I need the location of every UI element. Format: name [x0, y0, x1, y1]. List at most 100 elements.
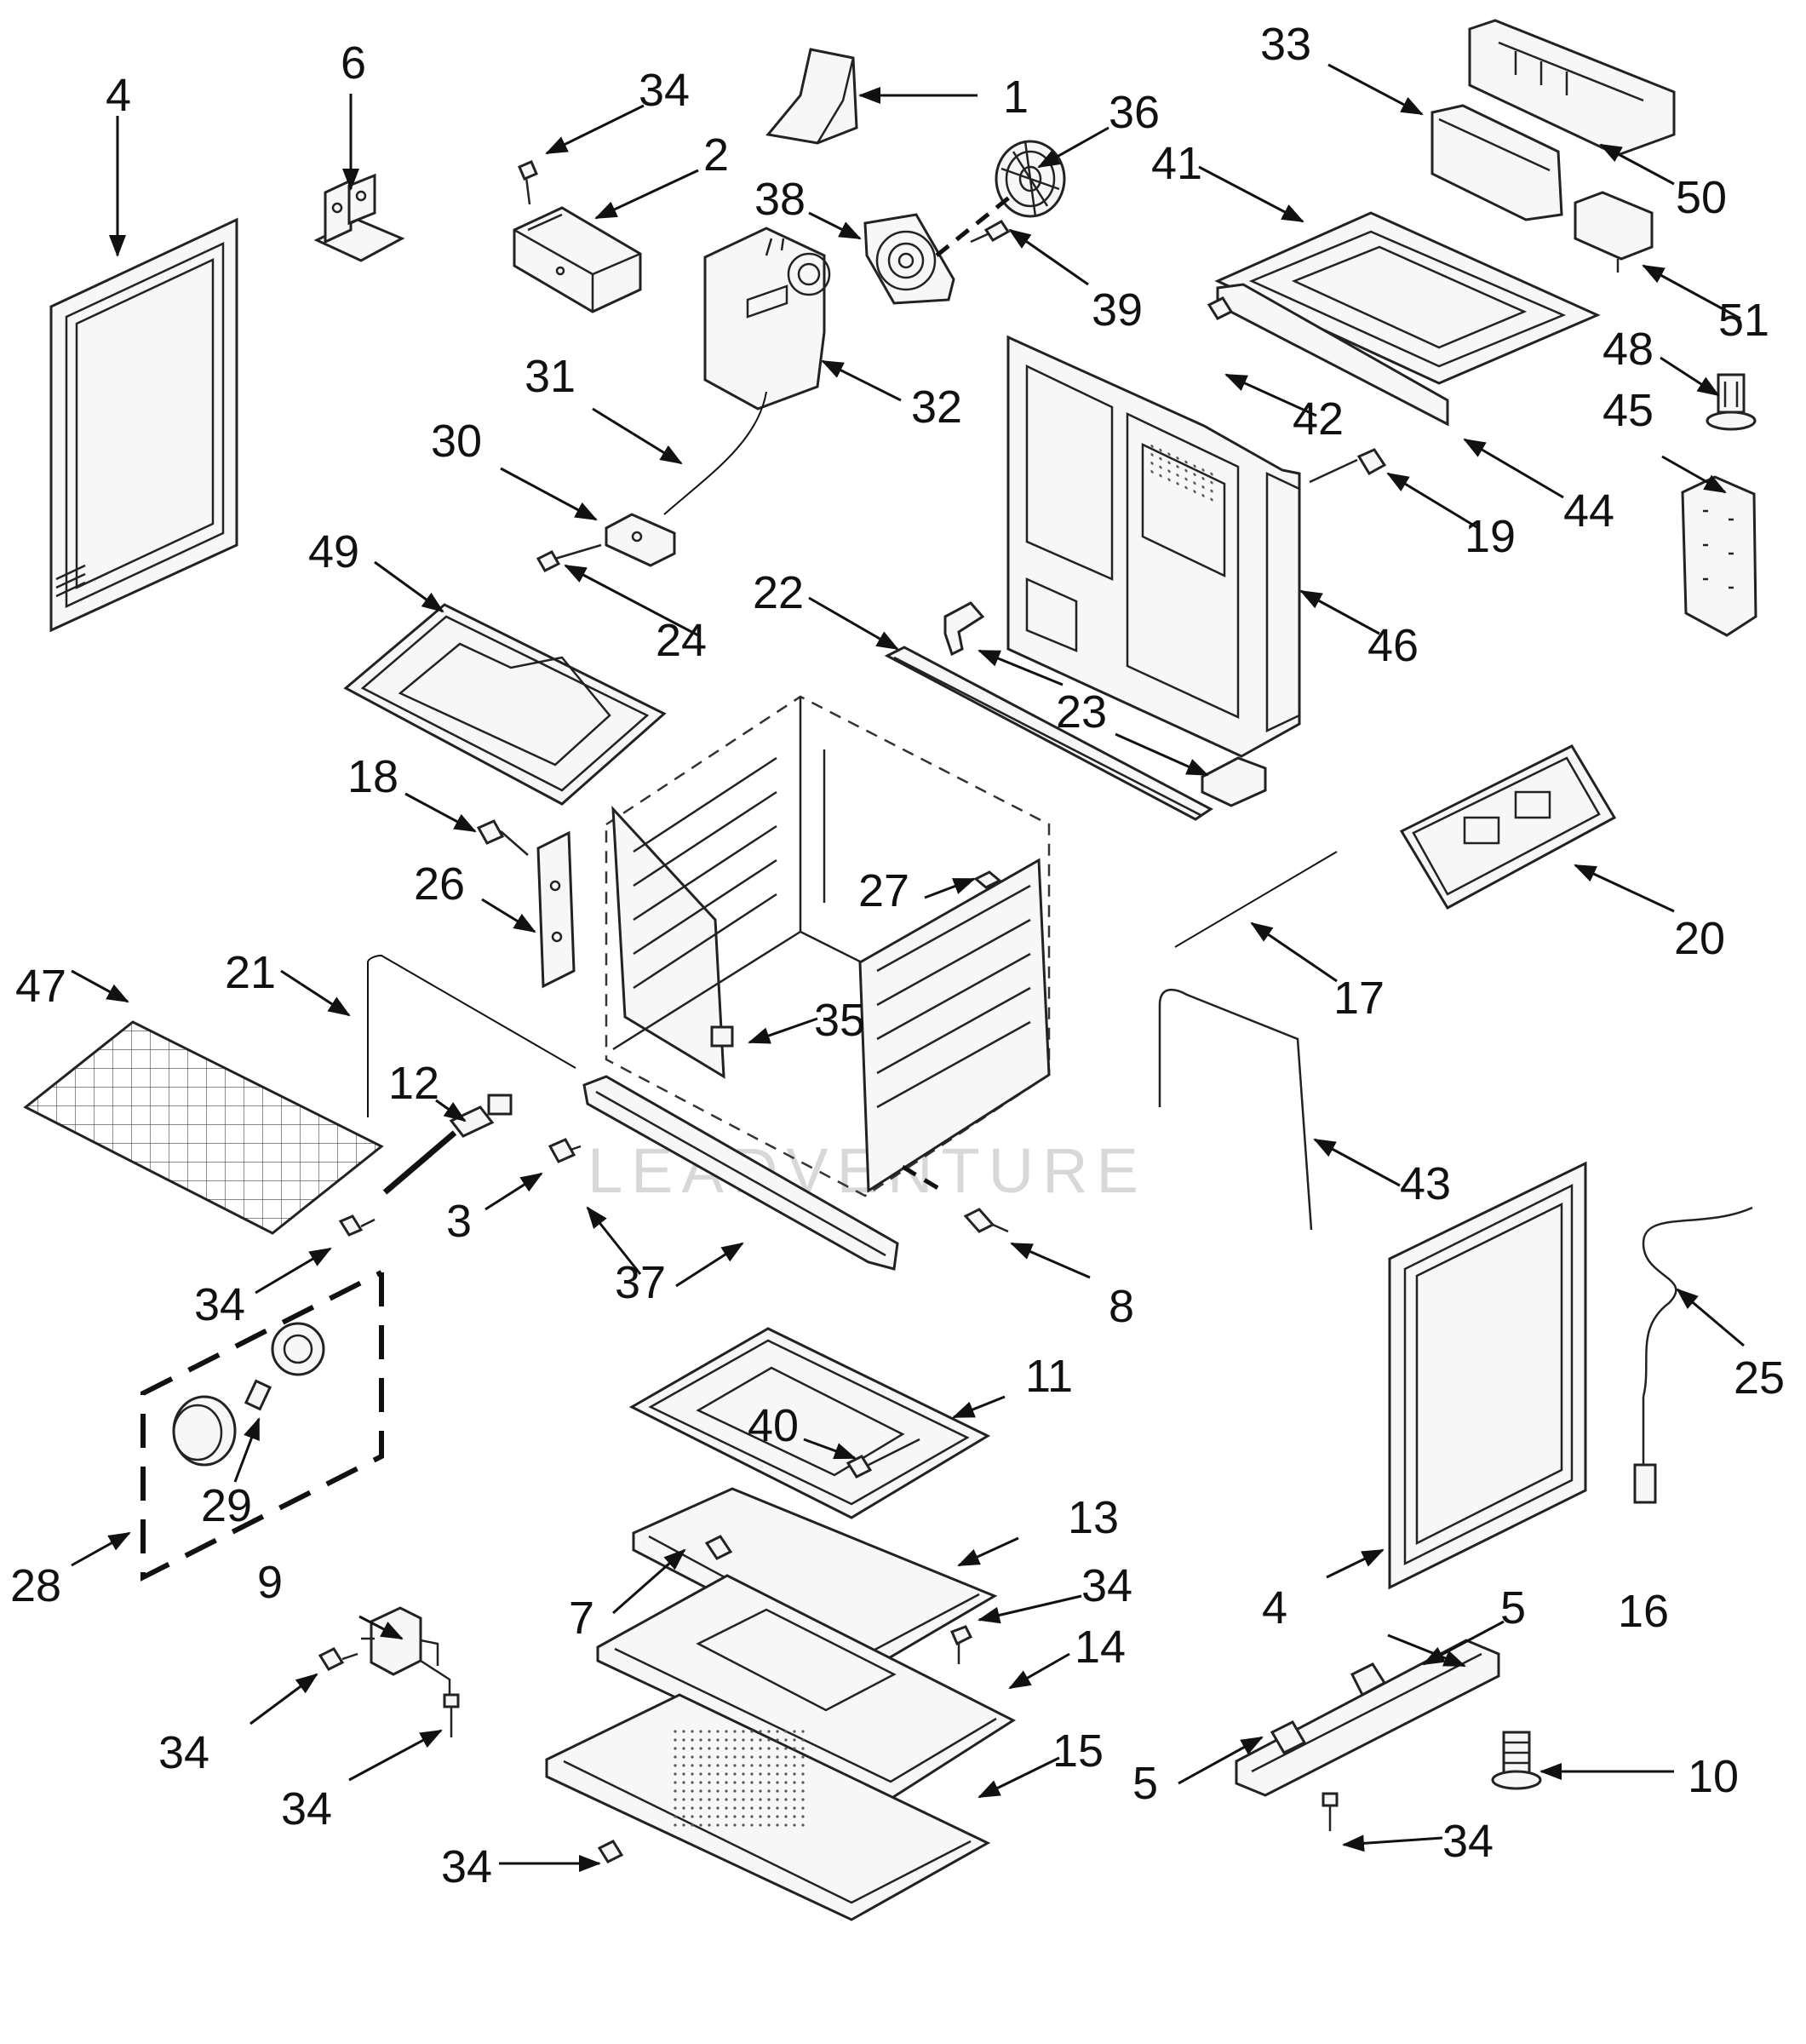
callout-3: 3: [446, 1196, 472, 1247]
callout-36: 36: [1109, 87, 1160, 138]
callout-34-bottom: 34: [441, 1841, 492, 1892]
callout-29: 29: [201, 1480, 252, 1531]
callout-37: 37: [615, 1257, 666, 1308]
callout-34-valve: 34: [158, 1727, 209, 1778]
part-28-group-outline: [140, 1270, 384, 1582]
callout-7: 7: [569, 1593, 594, 1644]
callout-38: 38: [754, 174, 806, 225]
callout-41: 41: [1151, 138, 1202, 189]
part-screw-19: [1309, 448, 1387, 484]
part-screw-39: [970, 220, 1011, 244]
part-sensor-probe: [382, 1094, 513, 1195]
part-control-panel-back: [1468, 19, 1676, 157]
part-broil-frame: [1214, 211, 1601, 385]
callout-34-plate: 34: [1081, 1560, 1132, 1611]
callout-9: 9: [257, 1557, 283, 1608]
callout-31: 31: [525, 351, 576, 402]
part-fan-motor-bracket: [703, 227, 831, 411]
callout-33: 33: [1260, 19, 1311, 70]
callout-4-left: 4: [106, 70, 131, 121]
callout-32: 32: [911, 382, 962, 433]
part-plate-14: [596, 1574, 1017, 1800]
callout-51: 51: [1718, 295, 1769, 346]
callout-23: 23: [1056, 686, 1107, 738]
part-screw-34-top: [518, 160, 538, 205]
part-screw-8: [963, 1208, 1009, 1233]
callout-20: 20: [1674, 913, 1725, 964]
part-clip-5b: [1270, 1720, 1307, 1754]
part-screw-34-valve-low: [443, 1693, 460, 1737]
part-duct: [765, 48, 858, 145]
part-sensor-wire: [663, 391, 767, 515]
callout-44: 44: [1563, 485, 1614, 537]
part-knob-28: [172, 1395, 237, 1467]
callout-34-left: 34: [194, 1279, 245, 1330]
part-rear-panel: [1006, 335, 1301, 758]
callout-21: 21: [225, 947, 276, 998]
part-bottom-panel: [545, 1693, 991, 1921]
callout-10: 10: [1688, 1751, 1739, 1802]
callout-42: 42: [1293, 393, 1344, 445]
callout-25: 25: [1734, 1352, 1785, 1404]
part-vent-box: [513, 206, 642, 313]
part-screw-42: [1207, 296, 1234, 320]
callout-24: 24: [656, 615, 707, 666]
part-leveling-leg-10: [1491, 1731, 1542, 1790]
part-fan-blade: [995, 140, 1066, 218]
part-oven-rack: [23, 1020, 384, 1235]
callout-27: 27: [858, 865, 909, 916]
callout-46: 46: [1367, 620, 1419, 671]
part-wire-21: [367, 954, 576, 1117]
callout-34-top: 34: [639, 65, 690, 116]
part-screw-34-valve: [318, 1647, 358, 1671]
part-wire-17: [1174, 851, 1338, 948]
callout-47: 47: [15, 961, 66, 1012]
part-clip-5a: [1350, 1662, 1387, 1697]
callout-13: 13: [1068, 1492, 1119, 1543]
callout-26: 26: [414, 858, 465, 910]
part-gasket-43: [1158, 988, 1313, 1231]
part-screw-24: [536, 543, 602, 572]
part-screw-7: [704, 1535, 733, 1560]
part-small-bracket-27: [973, 870, 1002, 889]
callout-17: 17: [1333, 973, 1385, 1024]
callout-48: 48: [1602, 324, 1654, 375]
leader-arrows: [71, 63, 1745, 1872]
part-connector-35: [710, 1025, 734, 1048]
callout-50: 50: [1676, 172, 1727, 223]
part-screw-34-plate: [950, 1625, 973, 1664]
callout-43: 43: [1400, 1158, 1451, 1209]
callout-30: 30: [431, 416, 482, 467]
callout-12: 12: [388, 1058, 439, 1109]
callout-49: 49: [308, 526, 359, 577]
part-leveling-leg-48: [1706, 373, 1757, 431]
part-bracket-23b: [1201, 756, 1267, 807]
callout-34-valve-low: 34: [281, 1783, 332, 1834]
part-cover-11: [628, 1327, 991, 1519]
part-rail-37: [582, 1075, 899, 1271]
callout-labels: 1 2 3 4 4 5 5 6 7 8 9 10 11 12 13 14 15 …: [10, 19, 1785, 1892]
callout-19: 19: [1465, 511, 1516, 562]
callout-4-right: 4: [1262, 1582, 1287, 1633]
callout-18: 18: [347, 751, 398, 802]
callout-6: 6: [341, 37, 366, 89]
callout-1: 1: [1003, 72, 1029, 123]
part-control-bracket: [1430, 104, 1563, 221]
part-screw-40: [846, 1438, 920, 1478]
part-control-board: [1399, 744, 1617, 910]
part-hinge-bracket: [313, 173, 405, 262]
part-knob-base: [271, 1322, 325, 1376]
part-switch: [1574, 191, 1654, 273]
callout-34-slide: 34: [1442, 1816, 1494, 1867]
callout-39: 39: [1092, 284, 1143, 336]
callout-14: 14: [1075, 1622, 1126, 1673]
part-rail-22: [884, 646, 1213, 821]
callout-45: 45: [1602, 385, 1654, 436]
part-screw-34-left: [338, 1214, 376, 1237]
part-screw-18: [476, 819, 529, 856]
callout-16: 16: [1618, 1586, 1669, 1637]
callout-22: 22: [753, 567, 804, 618]
part-spring-29: [244, 1379, 272, 1411]
